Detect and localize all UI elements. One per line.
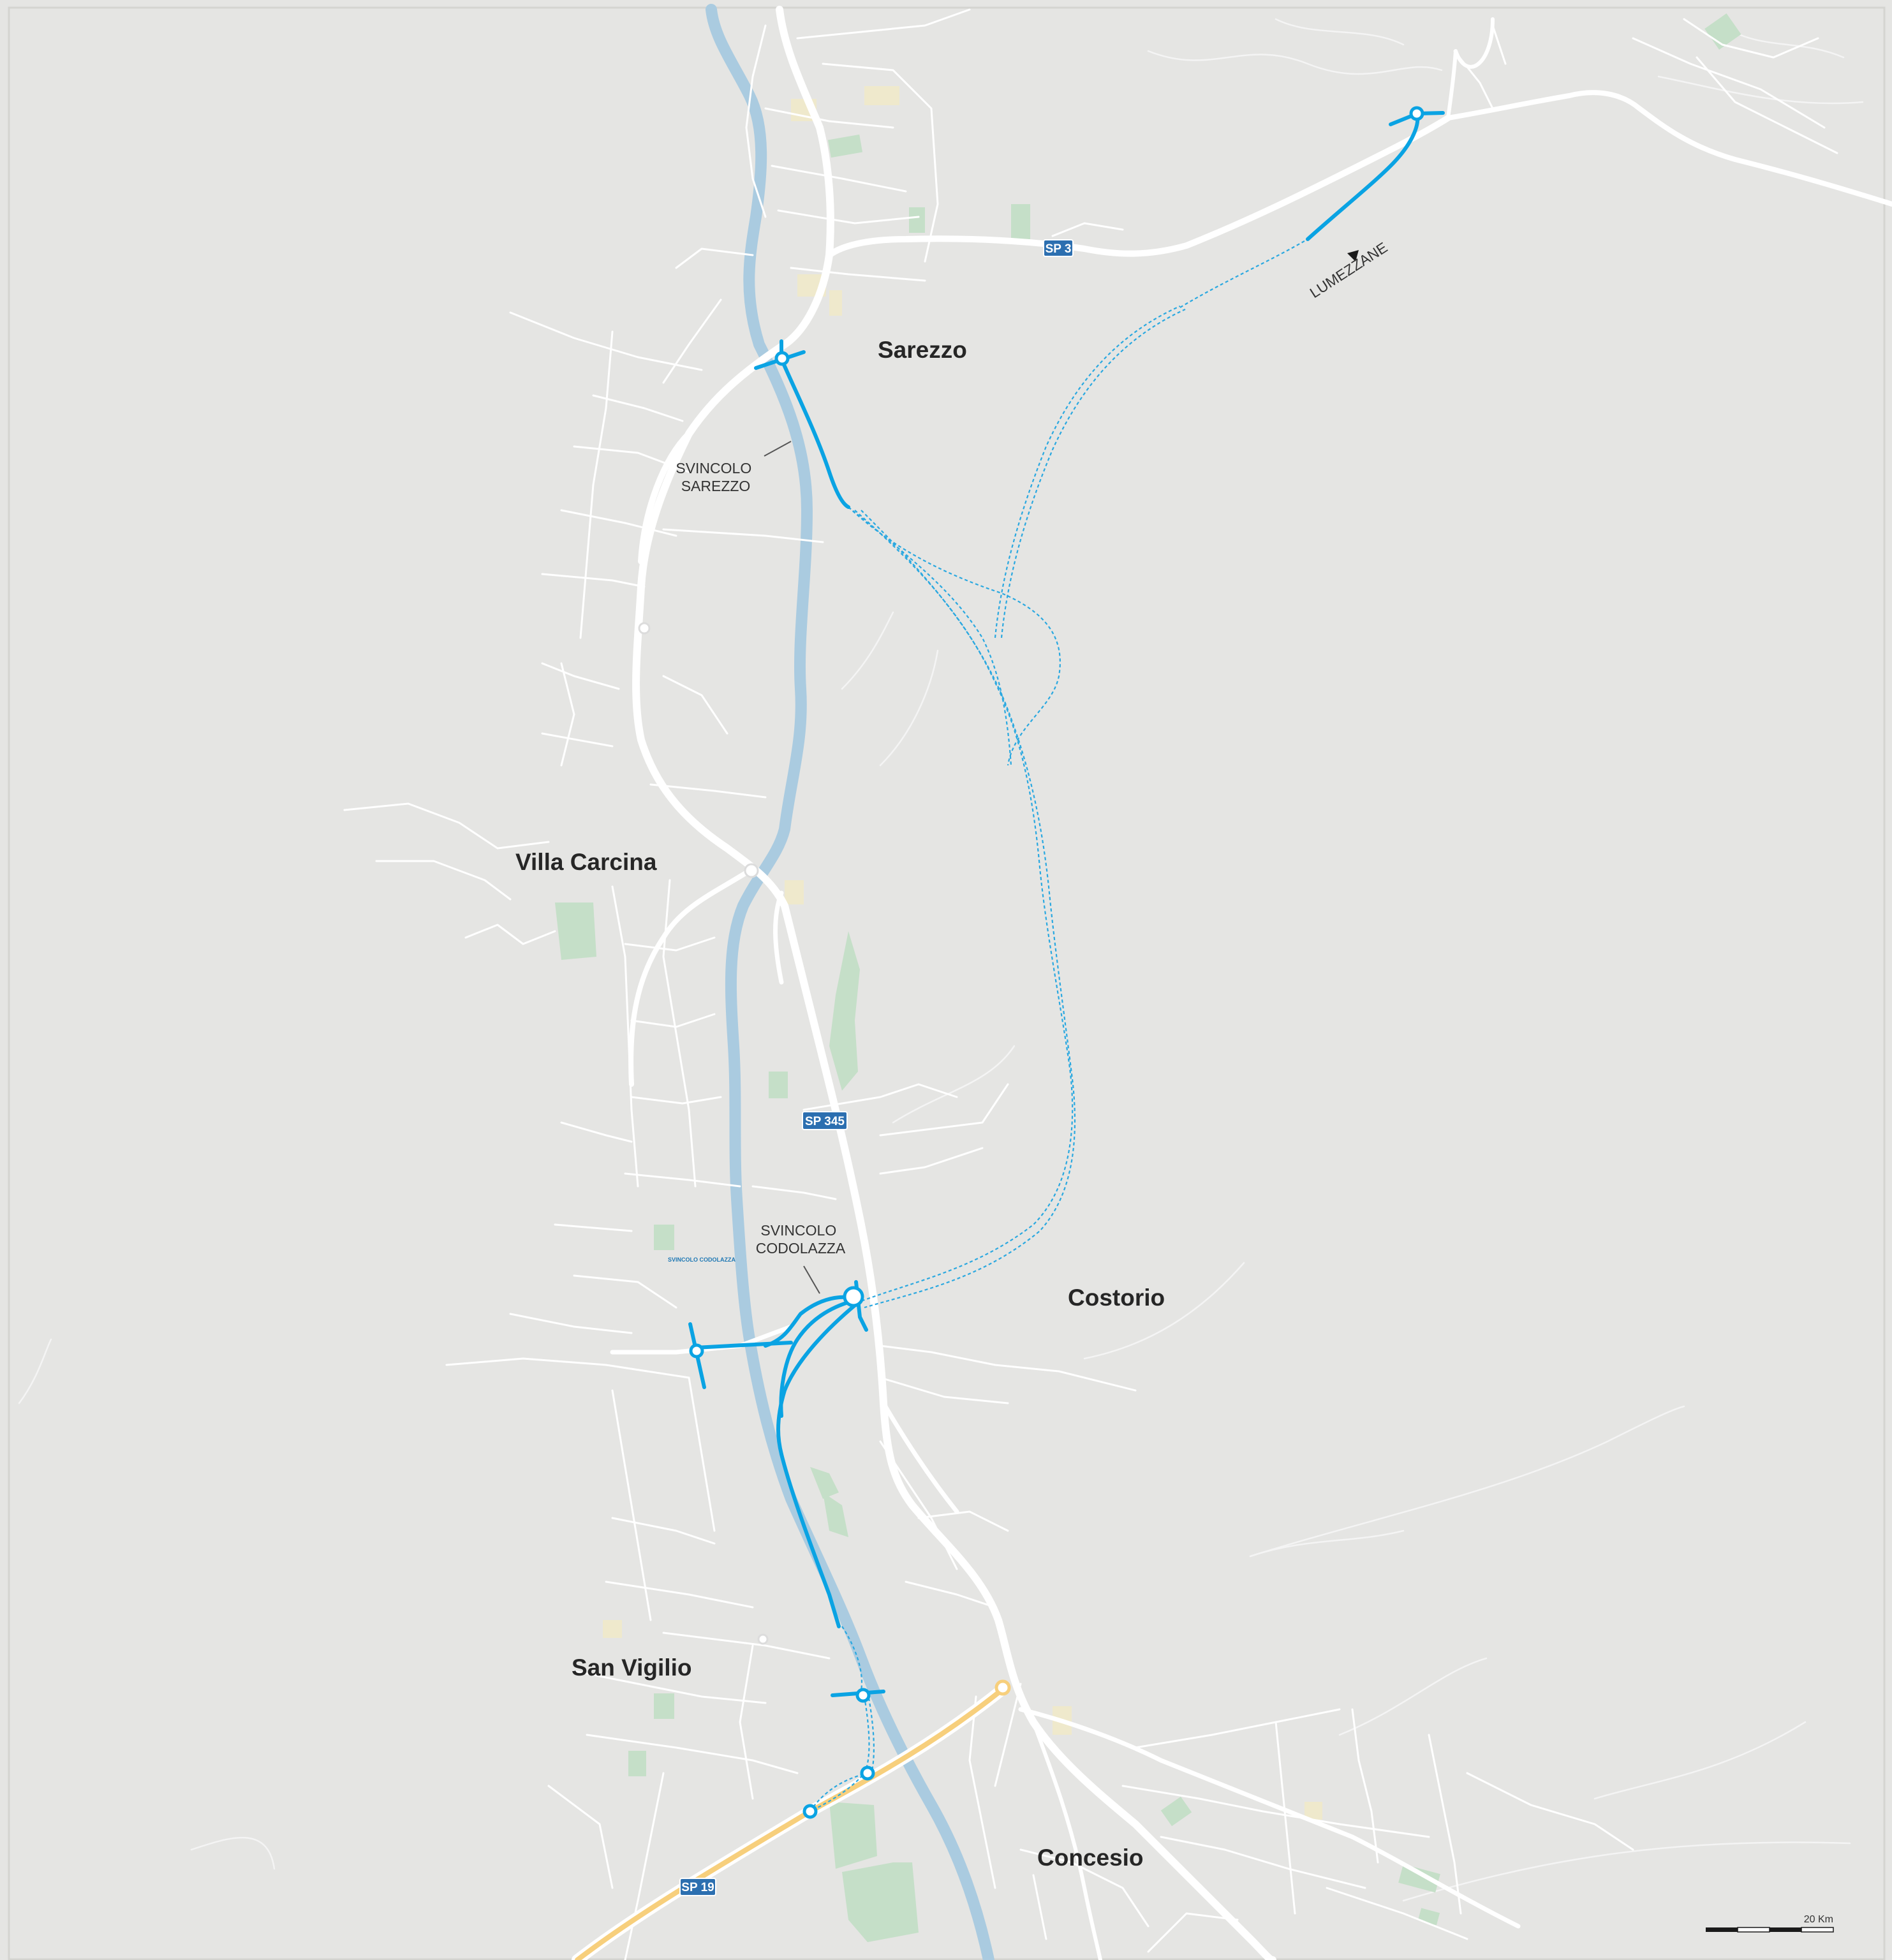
- town-label-concesio: Concesio: [1037, 1845, 1144, 1871]
- local-streets: [343, 8, 1838, 1960]
- svg-text:SP 19: SP 19: [681, 1881, 714, 1894]
- town-label-villa-carcina: Villa Carcina: [515, 849, 657, 875]
- leader-codolazza: [803, 1265, 820, 1294]
- svg-text:SP 345: SP 345: [805, 1115, 845, 1128]
- scale-bar: 20 Km: [1706, 1914, 1834, 1933]
- road-shield-sp3: SP 3: [1043, 239, 1074, 257]
- road-shield-sp19: SP 19: [679, 1878, 716, 1896]
- town-label-san-vigilio: San Vigilio: [572, 1654, 691, 1681]
- main-roads: [610, 6, 1892, 1960]
- parks: [555, 13, 1741, 1942]
- direction-arrow-icon: [1347, 250, 1359, 262]
- interchange-label-sarezzo: SVINCOLO SAREZZO: [676, 460, 755, 494]
- river-mella: [706, 4, 994, 1960]
- map-frame: [8, 6, 1886, 1960]
- interchange-label-codolazza-small: SVINCOLO CODOLAZZA: [668, 1256, 735, 1263]
- interchange-label-codolazza: SVINCOLO CODOLAZZA: [756, 1222, 846, 1256]
- leader-sarezzo: [764, 441, 792, 457]
- town-label-sarezzo: Sarezzo: [878, 337, 967, 363]
- scale-label: 20 Km: [1804, 1914, 1833, 1925]
- svg-text:SP 3: SP 3: [1046, 242, 1072, 256]
- town-label-costorio: Costorio: [1068, 1285, 1165, 1311]
- interchange-nodes: [638, 106, 1424, 1819]
- terrain-lines: [18, 18, 1864, 1902]
- road-shield-sp345: SP 345: [802, 1111, 848, 1130]
